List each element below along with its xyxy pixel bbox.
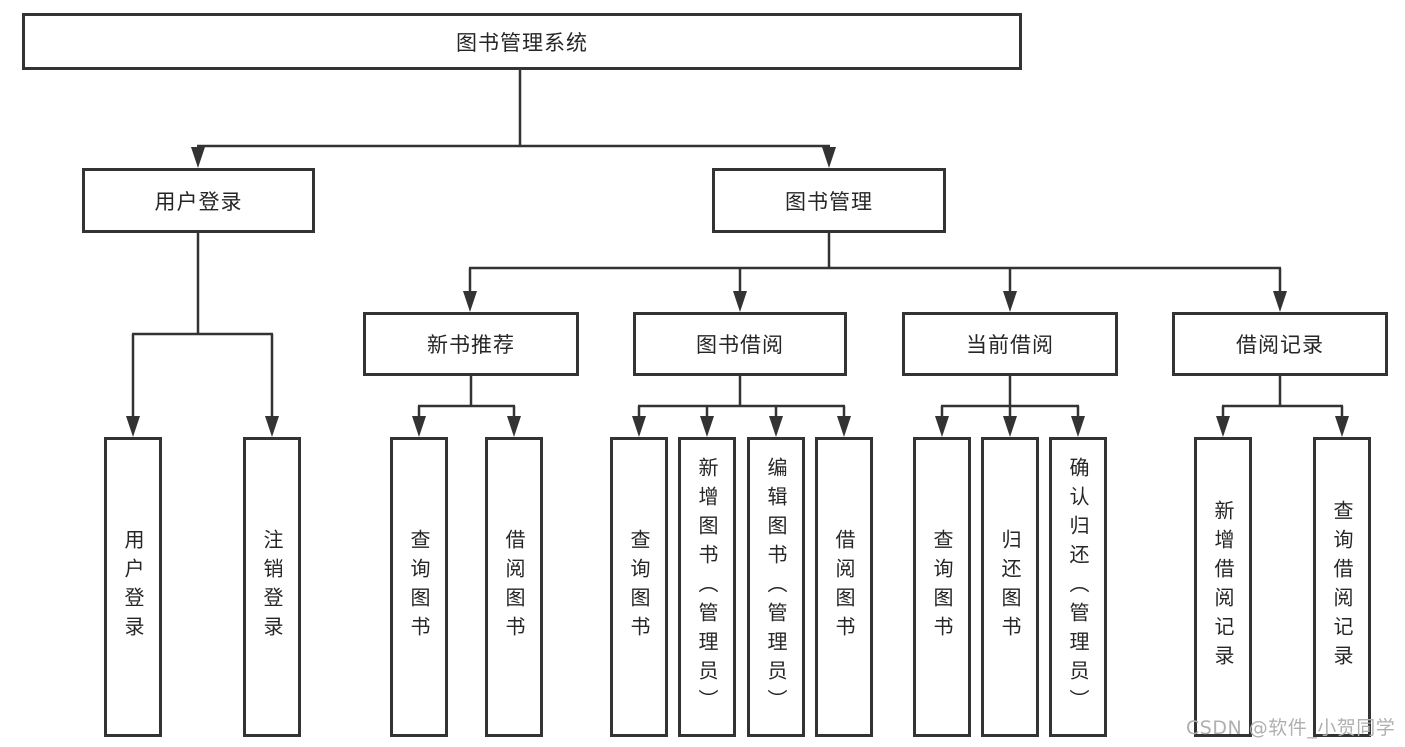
leaf-logout-label: 注销登录 [260, 529, 284, 645]
node-new-book-recommend: 新书推荐 [363, 312, 579, 376]
node-book-management: 图书管理 [712, 168, 946, 233]
leaf-current-query-books: 查询图书 [913, 437, 971, 737]
leaf-borrow-books-label: 借阅图书 [832, 529, 856, 645]
leaf-return-books: 归还图书 [981, 437, 1039, 737]
leaf-return-books-label: 归还图书 [998, 529, 1022, 645]
leaf-borrow-books: 借阅图书 [815, 437, 873, 737]
node-user-login-branch: 用户登录 [82, 168, 315, 233]
node-root-label: 图书管理系统 [456, 30, 588, 55]
leaf-add-borrow-record: 新增借阅记录 [1194, 437, 1252, 737]
leaf-edit-books-admin: 编辑图书（管理员） [747, 437, 805, 737]
leaf-user-login-label: 用户登录 [121, 529, 145, 645]
leaf-query-borrow-record-label: 查询借阅记录 [1330, 500, 1354, 674]
leaf-recommend-borrow-books-label: 借阅图书 [502, 529, 526, 645]
leaf-logout: 注销登录 [243, 437, 301, 737]
leaf-add-borrow-record-label: 新增借阅记录 [1211, 500, 1235, 674]
leaf-add-books-admin: 新增图书（管理员） [678, 437, 736, 737]
leaf-edit-books-admin-label: 编辑图书（管理员） [764, 456, 788, 718]
leaf-query-borrow-record: 查询借阅记录 [1313, 437, 1371, 737]
leaf-add-books-admin-label: 新增图书（管理员） [695, 456, 719, 718]
leaf-recommend-query-books-label: 查询图书 [407, 529, 431, 645]
leaf-current-query-books-label: 查询图书 [930, 529, 954, 645]
leaf-confirm-return-admin-label: 确认归还（管理员） [1066, 456, 1090, 718]
node-book-management-label: 图书管理 [785, 189, 873, 214]
node-current-borrow-label: 当前借阅 [966, 333, 1054, 357]
leaf-borrow-query-books: 查询图书 [610, 437, 668, 737]
leaf-borrow-query-books-label: 查询图书 [627, 529, 651, 645]
leaf-confirm-return-admin: 确认归还（管理员） [1049, 437, 1107, 737]
node-root: 图书管理系统 [22, 13, 1022, 70]
node-borrow-records: 借阅记录 [1172, 312, 1388, 376]
leaf-user-login: 用户登录 [104, 437, 162, 737]
node-borrow-records-label: 借阅记录 [1236, 333, 1324, 357]
watermark: CSDN @软件_小贺同学 [1186, 717, 1396, 739]
node-current-borrow: 当前借阅 [902, 312, 1118, 376]
leaf-recommend-borrow-books: 借阅图书 [485, 437, 543, 737]
node-book-borrow: 图书借阅 [633, 312, 847, 376]
node-user-login-branch-label: 用户登录 [154, 189, 243, 214]
node-new-book-recommend-label: 新书推荐 [427, 333, 515, 357]
node-book-borrow-label: 图书借阅 [696, 333, 784, 357]
leaf-recommend-query-books: 查询图书 [390, 437, 448, 737]
